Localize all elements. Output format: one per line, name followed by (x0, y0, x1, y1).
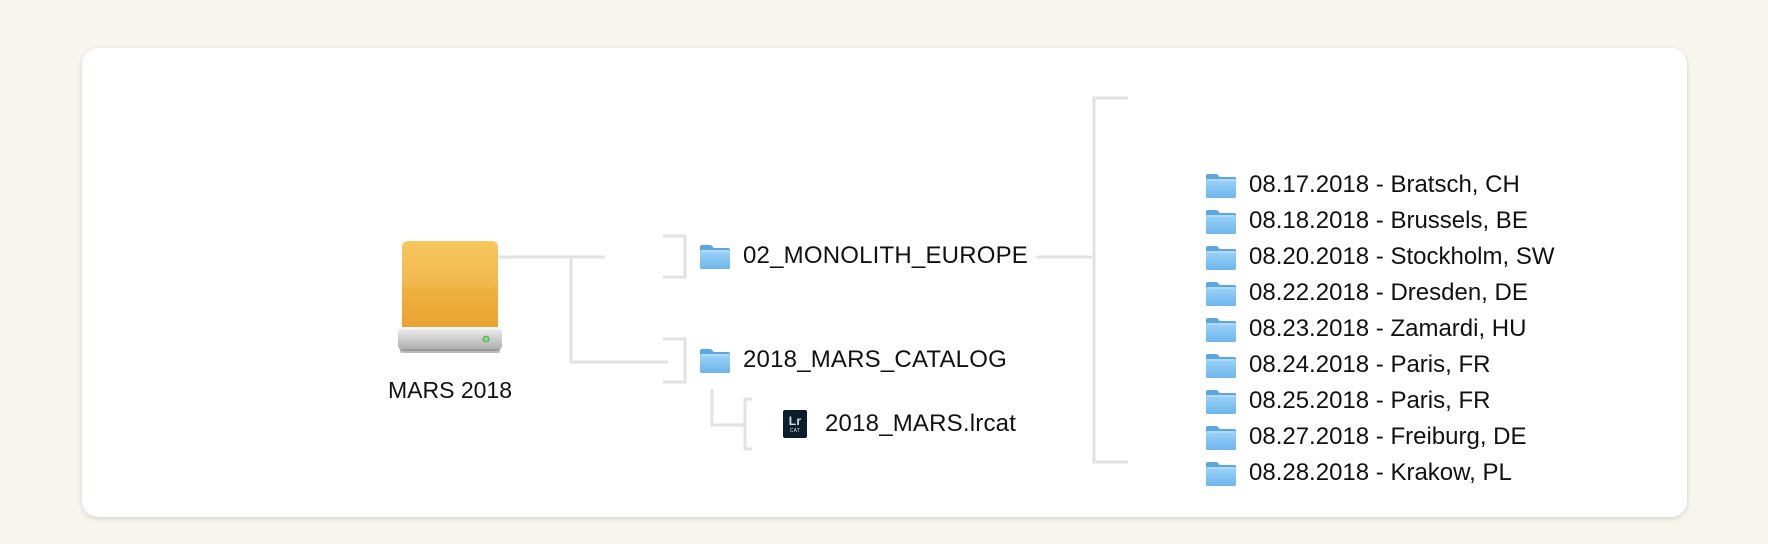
lightroom-catalog-icon: Lr CAT (783, 410, 807, 438)
trip-folder[interactable]: 08.20.2018 - Stockholm, SW (1205, 239, 1554, 275)
folder-icon (1205, 280, 1237, 307)
trip-folder[interactable]: 08.27.2018 - Freiburg, DE (1205, 419, 1554, 455)
trip-folder-label: 08.25.2018 - Paris, FR (1249, 387, 1491, 414)
trip-folder[interactable]: 08.22.2018 - Dresden, DE (1205, 275, 1554, 311)
bracket-trip-list (1092, 96, 1128, 464)
trip-folder-label: 08.17.2018 - Bratsch, CH (1249, 171, 1520, 198)
trip-folder[interactable]: 08.23.2018 - Zamardi, HU (1205, 311, 1554, 347)
connector-catalog-to-file (710, 389, 745, 427)
trip-folder-label: 08.24.2018 - Paris, FR (1249, 351, 1491, 378)
trip-folder-label: 08.27.2018 - Freiburg, DE (1249, 423, 1527, 450)
lr-badge-sub: CAT (789, 427, 801, 434)
bracket-catalog (663, 337, 687, 384)
trip-folder-label: 08.28.2018 - Krakow, PL (1249, 459, 1512, 486)
folder-2018-mars-catalog[interactable]: 2018_MARS_CATALOG (699, 346, 1007, 374)
folder-icon (1205, 316, 1237, 343)
trip-folder[interactable]: 08.18.2018 - Brussels, BE (1205, 203, 1554, 239)
trip-folder-list: 08.17.2018 - Bratsch, CH 08.18.2018 - Br… (1205, 167, 1554, 491)
file-label: 2018_MARS.lrcat (825, 410, 1017, 437)
bracket-monolith (663, 234, 687, 279)
lr-badge-title: Lr (788, 413, 802, 428)
trip-folder[interactable]: 08.28.2018 - Krakow, PL (1205, 455, 1554, 491)
trip-folder-label: 08.18.2018 - Brussels, BE (1249, 207, 1528, 234)
folder-label: 02_MONOLITH_EUROPE (743, 242, 1029, 269)
external-drive-icon[interactable] (396, 239, 504, 357)
folder-icon (1205, 388, 1237, 415)
tree-connectors (452, 96, 1128, 464)
file-2018-mars-lrcat[interactable]: Lr CAT 2018_MARS.lrcat (783, 410, 1016, 438)
trip-folder-label: 08.23.2018 - Zamardi, HU (1249, 315, 1527, 342)
trip-folder[interactable]: 08.24.2018 - Paris, FR (1205, 347, 1554, 383)
folder-icon (1205, 208, 1237, 235)
folder-icon (1205, 172, 1237, 199)
folder-02-monolith-europe[interactable]: 02_MONOLITH_EUROPE (699, 242, 1028, 270)
trip-folder-label: 08.20.2018 - Stockholm, SW (1249, 243, 1555, 270)
folder-icon (1205, 244, 1237, 271)
folder-icon (699, 347, 731, 374)
trip-folder-label: 08.22.2018 - Dresden, DE (1249, 279, 1528, 306)
folder-icon (1205, 460, 1237, 487)
folder-label: 2018_MARS_CATALOG (743, 346, 1007, 373)
bracket-file (743, 397, 752, 451)
drive-label: MARS 2018 (387, 377, 512, 403)
connector-trunk (569, 257, 668, 364)
trip-folder[interactable]: 08.25.2018 - Paris, FR (1205, 383, 1554, 419)
trip-folder[interactable]: 08.17.2018 - Bratsch, CH (1205, 167, 1554, 203)
folder-tree-card: MARS 2018 02_MONOLITH_EUROPE 2018_MARS_C… (82, 48, 1687, 517)
folder-icon (1205, 352, 1237, 379)
folder-icon (1205, 424, 1237, 451)
folder-icon (699, 243, 731, 270)
